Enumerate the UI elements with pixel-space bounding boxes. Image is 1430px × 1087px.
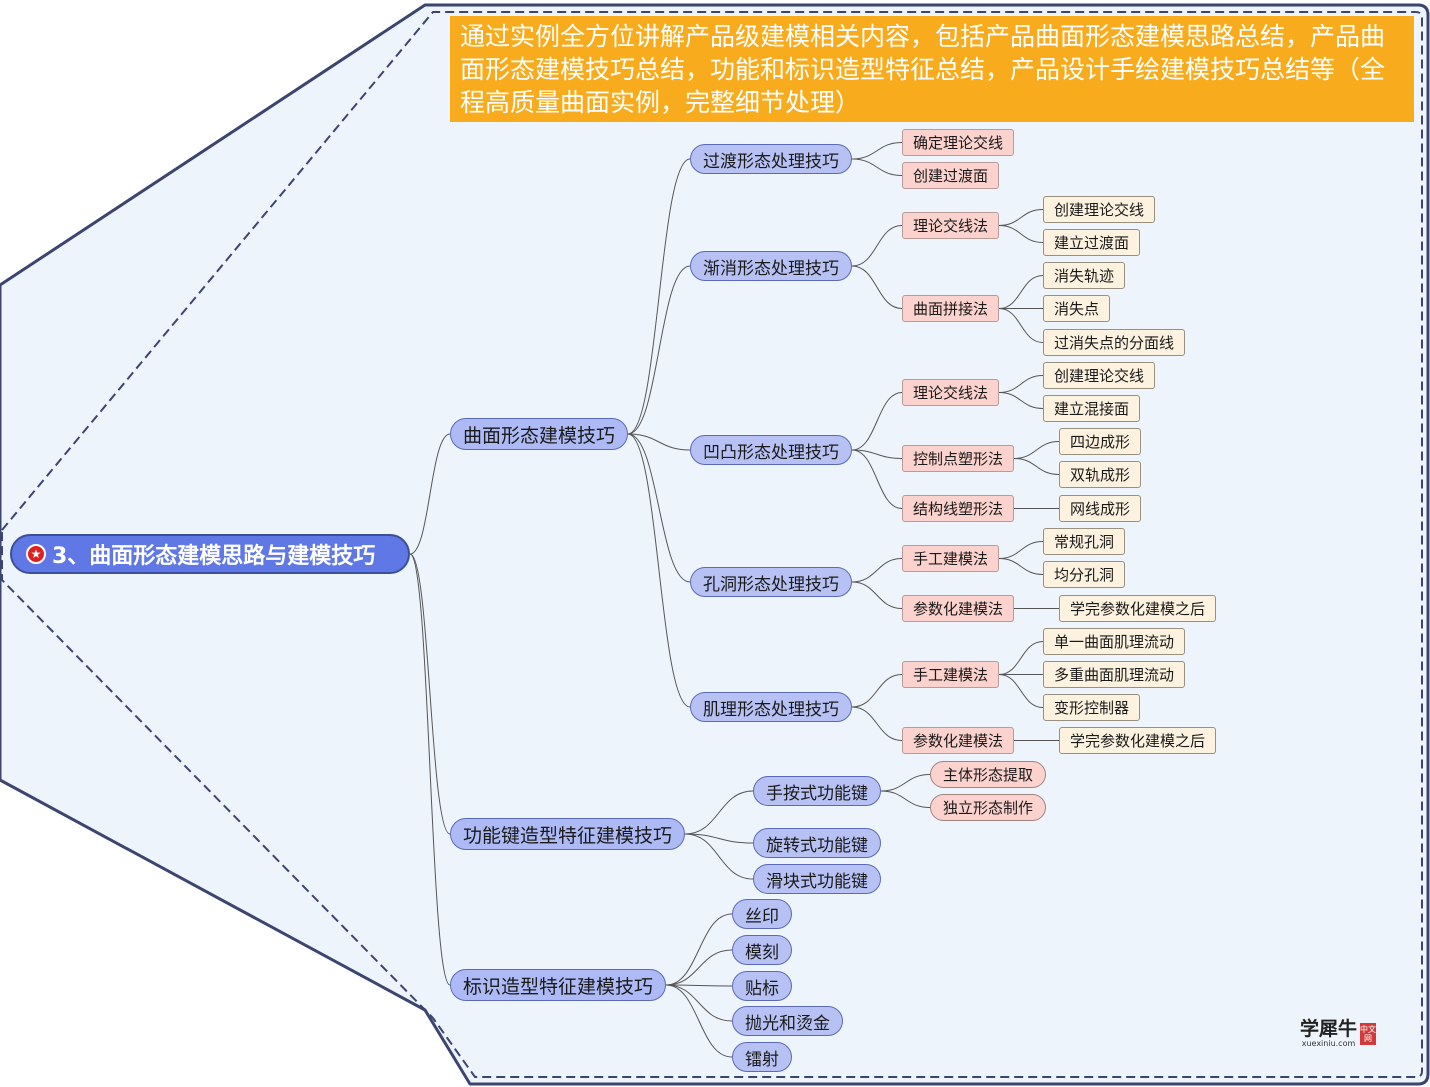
method-hole-manual[interactable]: 手工建模法 [902,545,1000,572]
leaf-multi-texture[interactable]: 多重曲面肌理流动 [1043,661,1186,688]
leaf-build-transition[interactable]: 建立过渡面 [1043,229,1141,256]
item-engrave[interactable]: 模刻 [732,935,792,965]
topic-marking[interactable]: 标识造型特征建模技巧 [450,969,667,1001]
method-convex-control[interactable]: 控制点塑形法 [902,445,1015,472]
topic-convex[interactable]: 凹凸形态处理技巧 [690,435,852,465]
leaf-vanish-point[interactable]: 消失点 [1043,295,1111,322]
method-convex-structure[interactable]: 结构线塑形法 [902,495,1015,522]
leaf-network[interactable]: 网线成形 [1059,495,1142,522]
connector-line [999,375,1044,393]
connector-line [1014,441,1060,459]
root-label: 3、曲面形态建模思路与建模技巧 [52,544,376,569]
topic-slider-key[interactable]: 滑块式功能键 [753,864,881,894]
leaf-create-theory-line[interactable]: 创建理论交线 [1043,196,1156,223]
boundary-inner [1,11,1423,1078]
connector-line [999,225,1044,243]
leaf-four-edge[interactable]: 四边成形 [1059,428,1142,455]
connector-line [851,558,903,583]
leaf-dual-rail[interactable]: 双轨成形 [1059,461,1142,488]
connector-line [627,265,691,435]
logo-url: xuexiniu.com [1301,1039,1356,1048]
leaf-create-theory-line-2[interactable]: 创建理论交线 [1043,362,1156,389]
leaf-even-hole[interactable]: 均分孔洞 [1043,561,1126,588]
method-convex-theory[interactable]: 理论交线法 [902,379,1000,406]
connector-line [409,553,451,986]
leaf-split-line[interactable]: 过消失点的分面线 [1043,329,1186,356]
connector-line [851,225,903,267]
connector-line [666,949,733,986]
connector-line [880,790,931,808]
connector-line [851,265,903,309]
leaf-build-blend[interactable]: 建立混接面 [1043,395,1141,422]
logo-stamp: 中文网 [1360,1023,1377,1045]
topic-surface-modeling[interactable]: 曲面形态建模技巧 [450,418,629,450]
connector-line [851,706,903,741]
leaf-vanish-track[interactable]: 消失轨迹 [1043,262,1126,289]
connector-line [409,553,451,835]
connector-line [998,641,1044,675]
connector-line [998,308,1044,343]
connector-line [851,674,903,708]
root-topic[interactable]: ★ 3、曲面形态建模思路与建模技巧 [10,534,410,574]
connector-line [999,209,1044,226]
connector-line [880,774,931,792]
connector-line [627,158,691,435]
connector-line [851,449,903,459]
connector-line [627,433,691,583]
connector-line [851,158,903,176]
item-laser[interactable]: 镭射 [732,1042,792,1072]
item-silkscreen[interactable]: 丝印 [732,899,792,929]
star-icon: ★ [26,544,46,564]
xuexiniu-logo: 学犀牛 xuexiniu.com 中文网 [1300,1014,1396,1054]
method-texture-param[interactable]: 参数化建模法 [902,727,1015,754]
connector-line [999,541,1044,559]
connector-line [666,984,733,1058]
method-fade-theory[interactable]: 理论交线法 [902,212,1000,239]
method-fade-blend[interactable]: 曲面拼接法 [902,295,1000,322]
method-hole-param[interactable]: 参数化建模法 [902,595,1015,622]
logo-text: 学犀牛 [1300,1018,1358,1040]
leaf-normal-hole[interactable]: 常规孔洞 [1043,528,1126,555]
connector-line [666,984,733,987]
method-texture-manual[interactable]: 手工建模法 [902,661,1000,688]
topic-press-key[interactable]: 手按式功能键 [753,776,881,806]
topic-fade[interactable]: 渐消形态处理技巧 [690,251,852,281]
leaf-after-param-1[interactable]: 学完参数化建模之后 [1059,595,1217,622]
topic-texture[interactable]: 肌理形态处理技巧 [690,692,852,722]
item-main-shape[interactable]: 主体形态提取 [930,761,1047,788]
connector-line [851,142,903,160]
connector-line [998,275,1044,309]
connector-line [851,581,903,609]
leaf-deform-controller[interactable]: 变形控制器 [1043,694,1141,721]
item-theory-line[interactable]: 确定理论交线 [902,129,1015,156]
connector-line [998,674,1044,708]
connector-line [666,913,733,986]
connector-line [1014,458,1060,475]
item-independent-shape[interactable]: 独立形态制作 [930,794,1047,821]
connector-line [999,392,1044,409]
connector-line [999,558,1044,575]
connector-line [409,433,451,555]
topic-transition[interactable]: 过渡形态处理技巧 [690,144,852,174]
topic-function-key[interactable]: 功能键造型特征建模技巧 [450,818,686,850]
item-create-transition[interactable]: 创建过渡面 [902,162,1000,189]
connector-line [685,790,754,835]
connector-line [685,833,754,844]
connector-line [666,984,733,1022]
connector-line [628,433,691,451]
leaf-after-param-2[interactable]: 学完参数化建模之后 [1059,727,1217,754]
connector-line [627,433,691,708]
summary-note: 通过实例全方位讲解产品级建模相关内容，包括产品曲面形态建模思路总结，产品曲面形态… [450,16,1414,122]
connector-line [851,449,903,509]
connector-line [685,833,754,880]
item-label[interactable]: 贴标 [732,971,792,1001]
topic-rotary-key[interactable]: 旋转式功能键 [753,828,881,858]
connector-line [851,392,903,451]
topic-hole[interactable]: 孔洞形态处理技巧 [690,567,852,597]
leaf-single-texture[interactable]: 单一曲面肌理流动 [1043,628,1186,655]
item-polish[interactable]: 抛光和烫金 [732,1006,843,1036]
